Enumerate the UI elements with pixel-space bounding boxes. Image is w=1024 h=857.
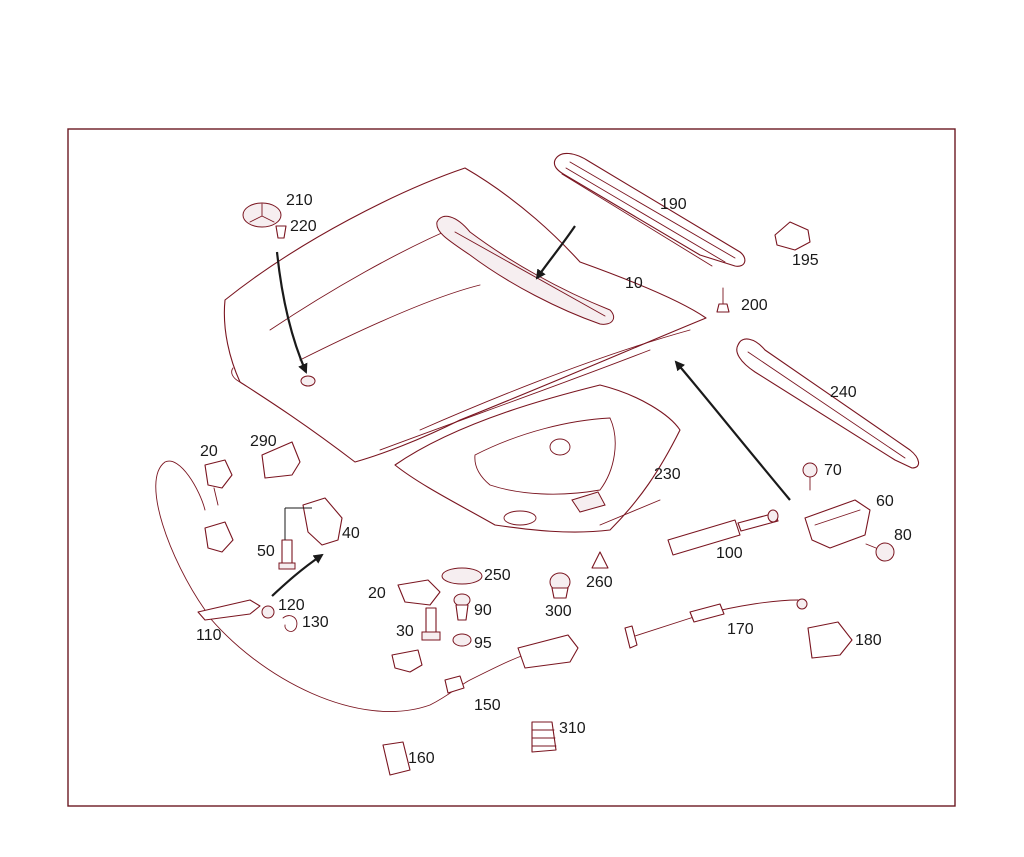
cowl-grille[interactable] xyxy=(553,152,746,267)
arrow-grille-to-hood xyxy=(535,225,576,280)
hinge-bolt-lower[interactable] xyxy=(865,542,895,562)
grille-clip[interactable] xyxy=(774,221,811,251)
callout-70: 70 xyxy=(824,462,842,479)
release-handle[interactable] xyxy=(197,599,261,621)
callout-60: 60 xyxy=(876,493,894,510)
release-lever-box[interactable] xyxy=(517,634,579,669)
cowl-seal-strip[interactable] xyxy=(736,338,920,469)
callout-20-lower: 20 xyxy=(368,585,386,602)
callout-80: 80 xyxy=(894,527,912,544)
callout-10: 10 xyxy=(625,275,643,292)
callout-30: 30 xyxy=(396,623,414,640)
callout-310: 310 xyxy=(559,720,586,737)
callout-300: 300 xyxy=(545,603,572,620)
emblem-clip[interactable] xyxy=(275,225,287,239)
rubber-buffer[interactable] xyxy=(549,572,571,599)
release-cable[interactable] xyxy=(155,460,541,712)
buffer-sleeve[interactable] xyxy=(531,721,557,753)
callout-180: 180 xyxy=(855,632,882,649)
callout-220: 220 xyxy=(290,218,317,235)
bump-stop[interactable] xyxy=(453,593,471,621)
gas-strut[interactable] xyxy=(667,509,779,556)
callout-120: 120 xyxy=(278,597,305,614)
callout-230: 230 xyxy=(654,466,681,483)
callout-130: 130 xyxy=(302,614,329,631)
latch-bracket[interactable] xyxy=(302,497,343,546)
hood-insulation-mat[interactable] xyxy=(394,384,681,533)
cable-retainer[interactable] xyxy=(382,741,411,776)
callout-170: 170 xyxy=(727,621,754,638)
callout-50: 50 xyxy=(257,543,275,560)
cable-holder[interactable] xyxy=(261,441,301,479)
callout-195: 195 xyxy=(792,252,819,269)
callout-90: 90 xyxy=(474,602,492,619)
callout-110: 110 xyxy=(196,627,222,644)
latch-bolt[interactable] xyxy=(278,539,296,570)
cable-end[interactable] xyxy=(444,675,465,694)
latch-leader xyxy=(284,507,312,540)
callout-150: 150 xyxy=(474,697,501,714)
hinge-bolt-upper[interactable] xyxy=(802,462,818,491)
callout-20-upper: 20 xyxy=(200,443,218,460)
emblem-grommet xyxy=(300,375,316,387)
arrow-strut-to-hood xyxy=(674,360,791,501)
latch-hook-right[interactable] xyxy=(397,579,441,606)
lock-bracket[interactable] xyxy=(391,649,423,673)
lock-plate[interactable] xyxy=(441,567,483,585)
callout-95: 95 xyxy=(474,635,492,652)
secondary-cable[interactable] xyxy=(624,598,808,649)
striker-bolt[interactable] xyxy=(421,607,441,641)
hood-panel[interactable] xyxy=(223,167,707,463)
diagram-frame xyxy=(67,128,956,807)
grille-screw[interactable] xyxy=(716,287,730,313)
arrow-handle-to-latch xyxy=(271,553,324,597)
safety-catch[interactable] xyxy=(807,621,853,659)
callout-260: 260 xyxy=(586,574,613,591)
callout-40: 40 xyxy=(342,525,360,542)
bump-stop-nut[interactable] xyxy=(452,633,472,647)
handle-bushing[interactable] xyxy=(261,605,275,619)
callout-290: 290 xyxy=(250,433,277,450)
callout-160: 160 xyxy=(408,750,435,767)
handle-clip[interactable] xyxy=(282,615,298,632)
hood-air-intake xyxy=(436,215,615,325)
callout-190: 190 xyxy=(660,196,687,213)
hood-hinge[interactable] xyxy=(804,499,871,549)
callout-250: 250 xyxy=(484,567,511,584)
latch-catch[interactable] xyxy=(204,521,234,553)
latch-hook-left[interactable] xyxy=(204,459,233,506)
callout-210: 210 xyxy=(286,192,313,209)
callout-240: 240 xyxy=(830,384,857,401)
callout-200: 200 xyxy=(741,297,768,314)
expanding-rivet[interactable] xyxy=(591,551,609,569)
callout-100: 100 xyxy=(716,545,743,562)
star-emblem[interactable] xyxy=(242,202,282,228)
arrow-emblem-to-hood xyxy=(275,251,308,374)
